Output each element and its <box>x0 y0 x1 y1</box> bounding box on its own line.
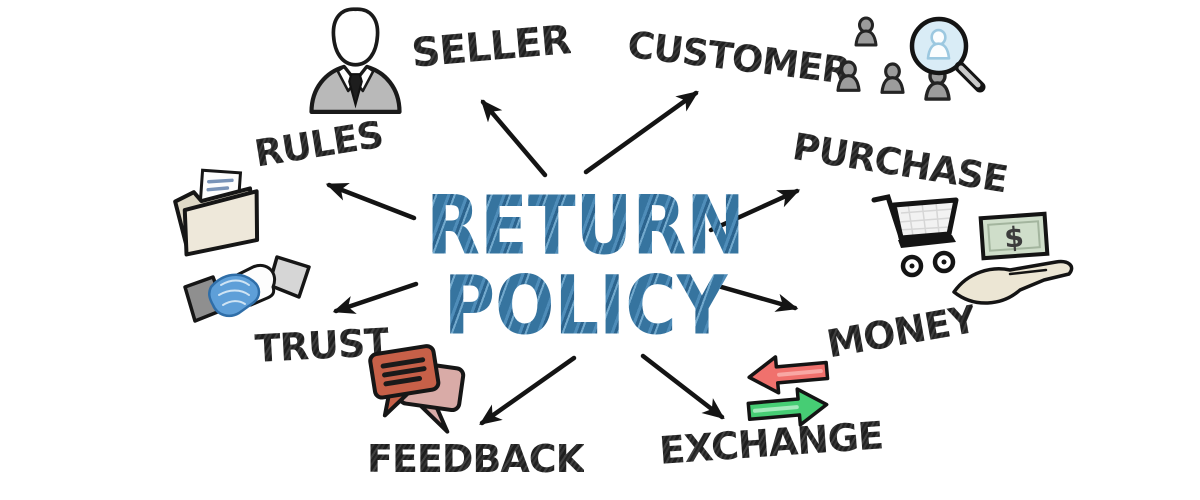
dollar-sign: $ <box>1003 220 1025 254</box>
arrow-to-purchase <box>708 188 801 233</box>
folder-documents-icon <box>170 168 270 260</box>
handshake-icon <box>183 243 315 339</box>
swap-arrows-icon <box>745 350 831 432</box>
hand-with-money-icon: $ <box>948 208 1086 320</box>
arrow-to-trust <box>332 281 419 314</box>
diagram-title: RETURN POLICY <box>408 185 763 346</box>
people-magnifier-icon <box>836 10 986 118</box>
title-line-policy: POLICY <box>408 265 763 346</box>
arrow-to-customer <box>583 90 699 175</box>
feedback-label: FEEDBACK <box>367 437 585 481</box>
arrow-to-rules <box>325 182 417 221</box>
speech-bubbles-icon <box>368 342 476 438</box>
title-line-return: RETURN <box>408 185 763 266</box>
businessman-icon <box>303 4 408 114</box>
arrow-to-exchange <box>640 353 725 420</box>
arrow-to-feedback <box>479 355 577 426</box>
arrow-to-money <box>708 281 799 312</box>
arrow-to-seller <box>480 99 548 178</box>
shopping-cart-icon <box>868 188 980 282</box>
